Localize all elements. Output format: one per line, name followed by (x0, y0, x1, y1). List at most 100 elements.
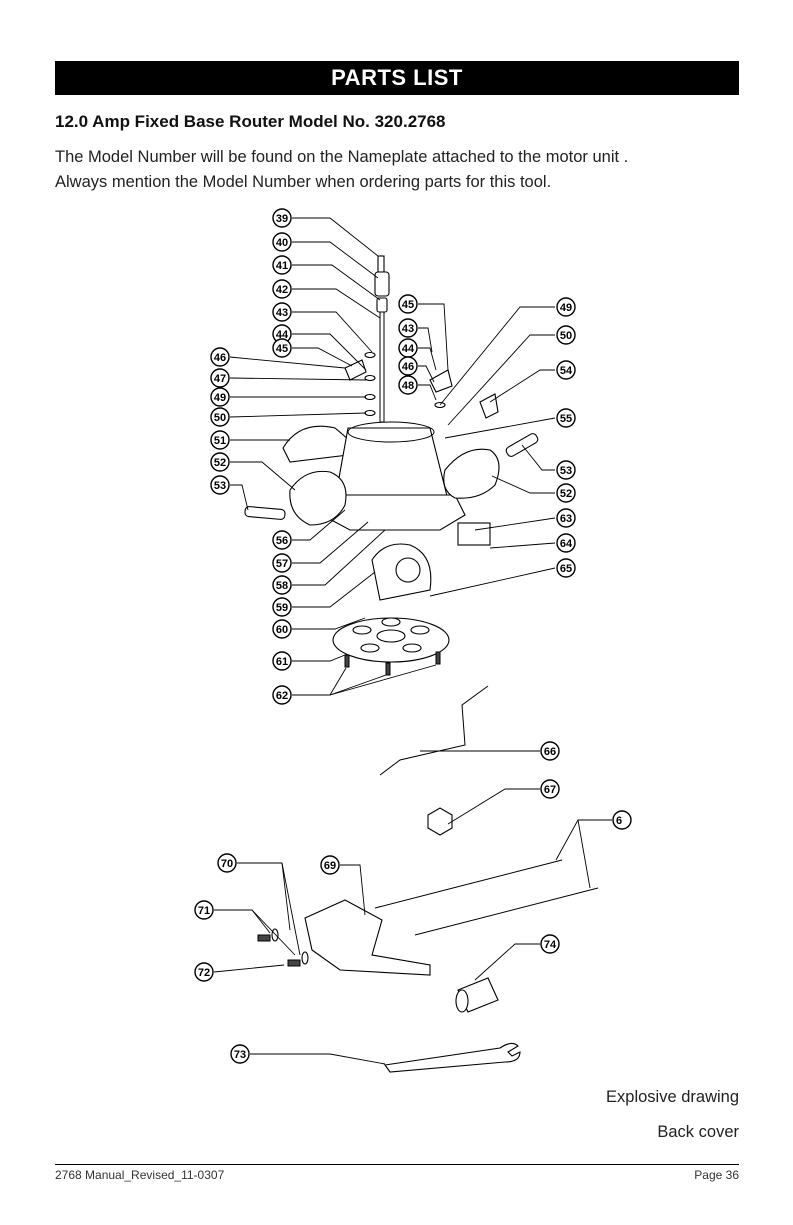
svg-text:53: 53 (214, 480, 226, 492)
svg-text:52: 52 (560, 488, 572, 500)
svg-text:55: 55 (560, 413, 572, 425)
svg-text:54: 54 (560, 365, 573, 377)
washer-d (364, 409, 376, 417)
switch-box (457, 522, 491, 546)
svg-text:42: 42 (276, 284, 288, 296)
svg-text:50: 50 (560, 330, 572, 342)
callout-72: 72 (194, 962, 214, 982)
callout-41: 41 (272, 255, 292, 275)
svg-text:43: 43 (276, 307, 288, 319)
svg-text:72: 72 (198, 967, 210, 979)
leader-lines (213, 217, 612, 1065)
callout-62: 62 (272, 685, 292, 705)
depth-rod (379, 311, 385, 423)
callout-46-right: 46 (398, 356, 418, 376)
svg-text:63: 63 (560, 513, 572, 525)
callout-56: 56 (272, 530, 292, 550)
svg-text:65: 65 (560, 563, 572, 575)
spanner-wrench (384, 1042, 521, 1073)
svg-text:64: 64 (560, 538, 573, 550)
caption-explosive-drawing: Explosive drawing (606, 1088, 739, 1106)
intro-line-1: The Model Number will be found on the Na… (55, 148, 629, 166)
svg-text:74: 74 (544, 939, 557, 951)
svg-text:45: 45 (276, 343, 288, 355)
callout-61: 61 (272, 651, 292, 671)
callout-50-left: 50 (210, 407, 230, 427)
sub-base-hole-1 (352, 625, 372, 635)
edge-guide (304, 899, 431, 976)
guide-washer-2 (301, 951, 309, 965)
footer-doc-id: 2768 Manual_Revised_11-0307 (55, 1168, 225, 1182)
callout-48-right: 48 (398, 375, 418, 395)
spring-knob (479, 393, 499, 419)
svg-text:66: 66 (544, 746, 556, 758)
svg-text:39: 39 (276, 213, 288, 225)
callout-69: 69 (320, 855, 340, 875)
callout-57: 57 (272, 553, 292, 573)
callout-51: 51 (210, 430, 230, 450)
callout-66: 66 (540, 741, 560, 761)
callout-47: 47 (210, 368, 230, 388)
callout-42: 42 (272, 279, 292, 299)
callout-52-left: 52 (210, 452, 230, 472)
svg-text:48: 48 (402, 380, 414, 392)
svg-text:46: 46 (402, 361, 414, 373)
sub-base-hole-4 (402, 643, 422, 653)
base-rim (347, 421, 435, 443)
svg-text:61: 61 (276, 656, 288, 668)
thumb-screw-2 (287, 959, 301, 967)
dust-adapter-mouth (455, 989, 469, 1013)
callout-71: 71 (194, 900, 214, 920)
callout-44: 44 (272, 324, 292, 344)
callout-50: 50 (556, 325, 576, 345)
parts-geometry (244, 255, 599, 1073)
svg-text:40: 40 (276, 237, 288, 249)
svg-text:71: 71 (198, 905, 210, 917)
callout-52: 52 (556, 483, 576, 503)
thumb-screw-1 (257, 934, 271, 942)
svg-text:53: 53 (560, 465, 572, 477)
svg-text:67: 67 (544, 784, 556, 796)
chip-shield-port (395, 557, 421, 583)
svg-text:43: 43 (402, 323, 414, 335)
callout-73: 73 (230, 1044, 250, 1064)
callout-74: 74 (540, 934, 560, 954)
hex-key (379, 685, 489, 776)
callout-53: 53 (556, 460, 576, 480)
svg-text:62: 62 (276, 690, 288, 702)
callout-65: 65 (556, 558, 576, 578)
sub-base-hole-3 (360, 643, 380, 653)
sub-base-screw-3 (435, 651, 441, 665)
callout-67: 67 (540, 779, 560, 799)
right-handle (443, 448, 500, 499)
svg-text:59: 59 (276, 602, 288, 614)
sub-base-hole-2 (410, 625, 430, 635)
svg-text:49: 49 (214, 392, 226, 404)
callout-68-cut: 6 (612, 810, 632, 830)
left-handle-bolt (244, 506, 286, 520)
clamp-lever (344, 359, 367, 381)
svg-text:69: 69 (324, 860, 336, 872)
svg-text:6: 6 (616, 815, 622, 827)
guide-rod-1 (374, 859, 563, 909)
callout-70: 70 (217, 853, 237, 873)
knob-cap (374, 271, 390, 297)
svg-text:46: 46 (214, 352, 226, 364)
footer-page-number: Page 36 (694, 1168, 739, 1182)
sub-base-center (376, 629, 406, 643)
callout-39: 39 (272, 208, 292, 228)
callout-43: 43 (272, 302, 292, 322)
callout-63: 63 (556, 508, 576, 528)
svg-text:52: 52 (214, 457, 226, 469)
sub-base-screw-2 (385, 662, 391, 676)
washer-a (364, 351, 376, 359)
left-handle (289, 470, 347, 526)
callouts: 39 40 41 42 43 44 45 46 47 49 50 51 52 5… (194, 208, 632, 1064)
callout-55: 55 (556, 408, 576, 428)
callout-43-right: 43 (398, 318, 418, 338)
svg-text:51: 51 (214, 435, 226, 447)
callout-44-right: 44 (398, 338, 418, 358)
callout-59: 59 (272, 597, 292, 617)
svg-text:73: 73 (234, 1049, 246, 1061)
guide-washer-1 (271, 928, 279, 942)
